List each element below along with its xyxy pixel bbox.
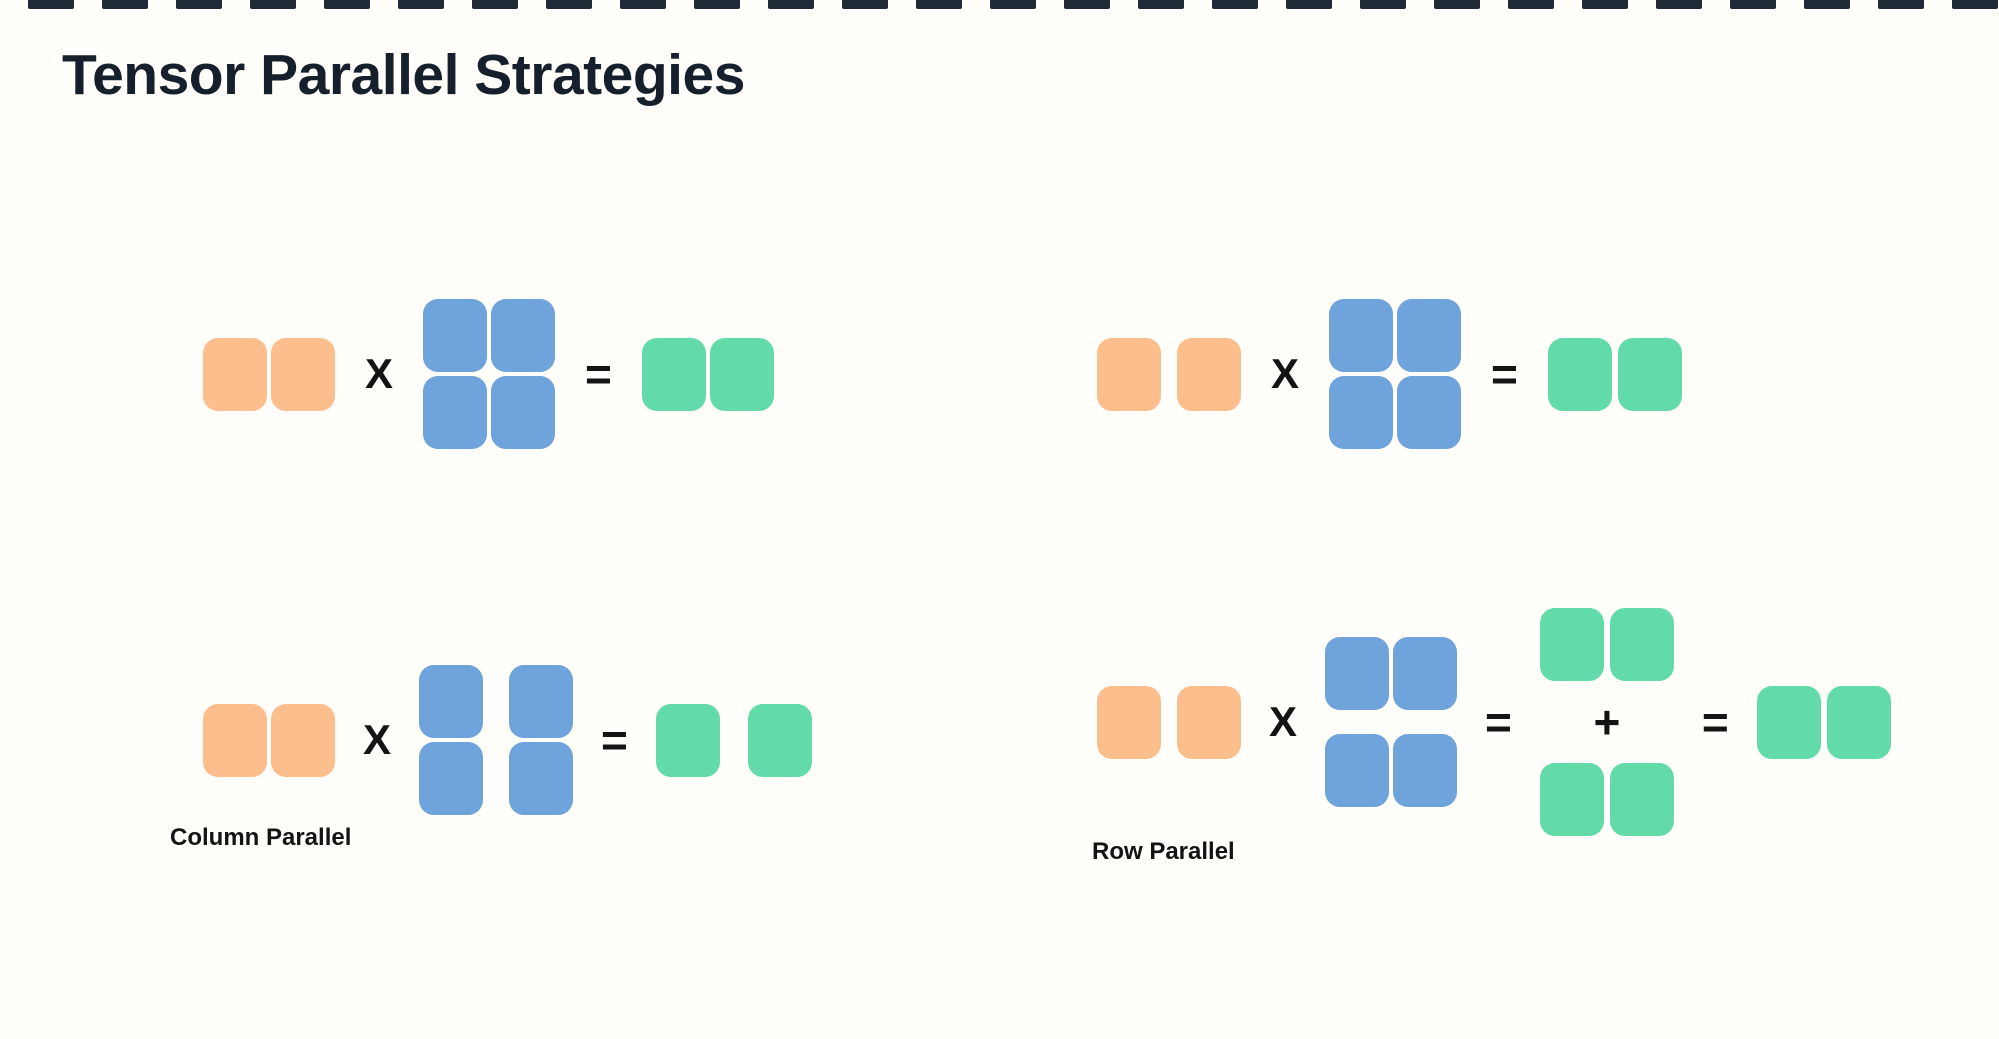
matrix-tile-green (1826, 685, 1891, 759)
strip-square (990, 0, 1036, 9)
output-vector-column-split (655, 703, 812, 777)
matrix-tile-blue (491, 299, 556, 372)
matrix-tile-blue (423, 376, 488, 449)
matrix-tile-green (641, 337, 706, 411)
operator-multiply: X (365, 350, 394, 397)
strip-square (1434, 0, 1480, 9)
diagram-row-parallel: X = + = (1097, 608, 1891, 836)
weight-matrix (423, 299, 556, 449)
matrix-tile-blue (1325, 734, 1390, 807)
matrix-tile-green (1539, 608, 1604, 681)
strip-square (1064, 0, 1110, 9)
diagram-replicated-left: X= (203, 298, 774, 450)
strip-square (1804, 0, 1850, 9)
matrix-tile-blue (1329, 299, 1394, 372)
matrix-tile-blue (419, 665, 484, 738)
input-vector (203, 703, 335, 777)
matrix-tile-orange (1177, 337, 1241, 411)
strip-square (1952, 0, 1998, 9)
strip-square (1582, 0, 1628, 9)
matrix-tile-blue (1329, 376, 1394, 449)
diagram-replicated-right: X= (1097, 298, 1682, 450)
input-vector (1097, 685, 1241, 759)
page-title: Tensor Parallel Strategies (62, 43, 745, 107)
output-vector (1756, 685, 1891, 759)
operator-multiply: X (1269, 698, 1298, 745)
partial-output-bottom (1539, 763, 1674, 836)
matrix-tile-blue (509, 665, 574, 738)
matrix-tile-blue (423, 299, 488, 372)
matrix-tile-blue (1397, 376, 1462, 449)
operator-multiply: X (1271, 350, 1300, 397)
operator-equals: = (601, 714, 628, 766)
matrix-tile-orange (203, 337, 267, 411)
matrix-tile-green (747, 703, 812, 777)
matrix-tile-green (1539, 763, 1604, 836)
matrix-tile-blue (491, 376, 556, 449)
input-vector (1097, 337, 1241, 411)
matrix-tile-blue (1397, 299, 1462, 372)
strip-square (916, 0, 962, 9)
operator-equals: = (1485, 696, 1512, 748)
strip-square (842, 0, 888, 9)
strip-square (1508, 0, 1554, 9)
strip-square (102, 0, 148, 9)
strip-square (1212, 0, 1258, 9)
strip-square (1730, 0, 1776, 9)
matrix-tile-orange (271, 703, 335, 777)
strip-square (398, 0, 444, 9)
top-decorative-strip (0, 0, 1999, 12)
matrix-tile-green (1609, 763, 1674, 836)
matrix-tile-green (1547, 337, 1612, 411)
partial-sum-stack: + (1539, 608, 1674, 836)
matrix-tile-blue (1393, 637, 1458, 710)
strip-square (28, 0, 74, 9)
strip-square (694, 0, 740, 9)
operator-equals: = (1491, 348, 1518, 400)
output-vector (641, 337, 774, 411)
diagram-column-parallel: X= (203, 665, 812, 815)
weight-matrix (1329, 299, 1462, 449)
operator-equals: = (585, 348, 612, 400)
operator-multiply: X (363, 716, 392, 763)
matrix-tile-orange (1097, 337, 1161, 411)
strip-square (324, 0, 370, 9)
strip-square (1286, 0, 1332, 9)
operator-plus: + (1593, 696, 1621, 748)
strip-square (546, 0, 592, 9)
label-row-parallel: Row Parallel (1092, 838, 1235, 865)
matrix-tile-orange (1177, 685, 1241, 759)
matrix-tile-green (709, 337, 774, 411)
matrix-tile-blue (419, 742, 484, 815)
strip-square (620, 0, 666, 9)
strip-square (1360, 0, 1406, 9)
matrix-tile-green (1617, 337, 1682, 411)
matrix-tile-green (655, 703, 720, 777)
matrix-tile-orange (1097, 685, 1161, 759)
strip-square (1138, 0, 1184, 9)
matrix-tile-blue (1393, 734, 1458, 807)
label-column-parallel: Column Parallel (170, 824, 352, 851)
partial-output-top (1539, 608, 1674, 681)
matrix-tile-blue (1325, 637, 1390, 710)
strip-square (176, 0, 222, 9)
weight-matrix-column-split (419, 665, 574, 815)
strip-square (768, 0, 814, 9)
output-vector (1547, 337, 1682, 411)
strip-square (1878, 0, 1924, 9)
matrix-tile-green (1609, 608, 1674, 681)
strip-square (472, 0, 518, 9)
operator-equals: = (1701, 696, 1729, 748)
weight-matrix-row-split (1325, 637, 1458, 807)
input-vector (203, 337, 335, 411)
matrix-tile-green (1756, 685, 1821, 759)
matrix-tile-orange (271, 337, 335, 411)
matrix-tile-orange (203, 703, 267, 777)
strip-square (1656, 0, 1702, 9)
strip-square (250, 0, 296, 9)
matrix-tile-blue (509, 742, 574, 815)
